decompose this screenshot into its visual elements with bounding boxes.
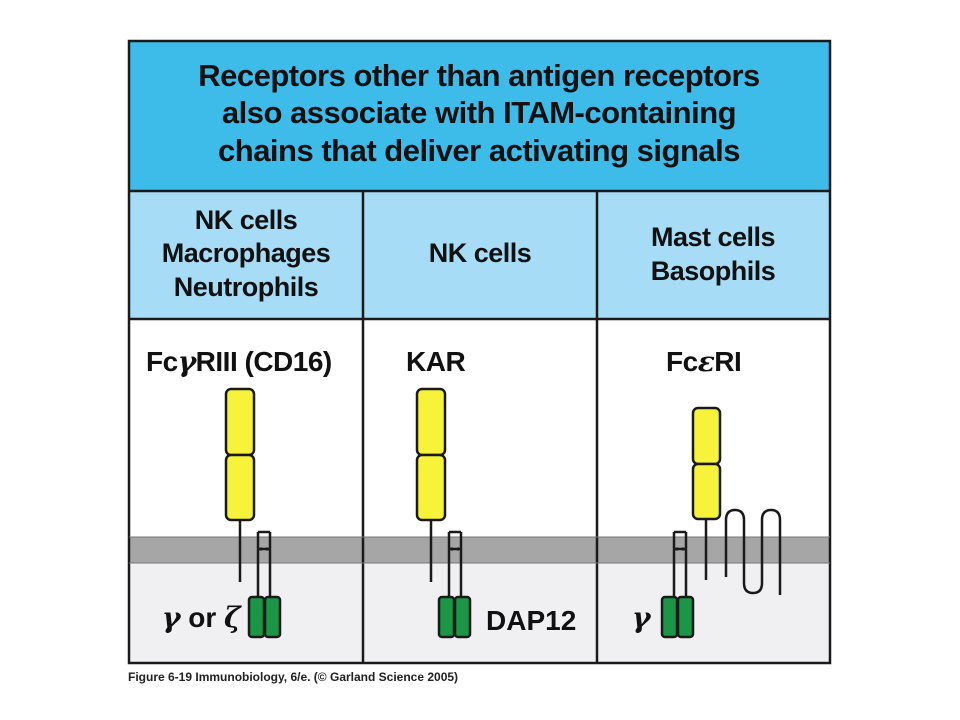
cell-type-label: Basophils [651,256,776,286]
ig-domain [224,387,256,457]
itam-chain [247,595,266,639]
chain-label-gamma: γ [632,601,652,634]
ig-domain [415,387,447,457]
beta-chain-four-pass [724,508,782,595]
title-line: Receptors other than antigen receptors [198,58,760,93]
chain-label-dap12: DAP12 [486,605,576,636]
receptor-fcgriii [224,387,256,582]
cell-types-col1: NK cells Macrophages Neutrophils [162,205,331,302]
ig-domain [691,462,722,521]
itam-chain [676,595,695,639]
ig-domain [224,453,256,522]
itam-chain [437,595,456,639]
itam-chain [263,595,282,639]
cell-type-label: NK cells [429,238,532,268]
itam-dimer-col3 [660,530,695,639]
cell-types-col2: NK cells [429,238,532,268]
cytoplasm-region [129,563,830,663]
receptor-label-fceri: FcεRI [666,345,741,378]
title: Receptors other than antigen receptors a… [198,58,760,168]
itam-dimer-col1 [247,530,282,639]
chain-label-gamma-or-zeta: γ or ζ [162,601,242,634]
cell-membrane [129,537,830,563]
cell-type-label: NK cells [195,205,298,235]
cell-type-label: Macrophages [162,238,331,268]
receptor-kar [415,387,447,582]
ig-domain [415,453,447,522]
itam-dimer-col2 [437,530,472,639]
itam-chain [660,595,679,639]
cell-types-col3: Mast cells Basophils [651,222,776,286]
cell-type-label: Neutrophils [174,272,319,302]
itam-chain [453,595,472,639]
cell-type-label: Mast cells [651,222,775,252]
receptor-label-fcgriii: FcγRIII (CD16) [146,345,332,378]
membrane-edges [129,536,830,564]
ig-domain [691,406,722,466]
title-line: also associate with ITAM-containing [222,95,736,130]
figure-caption: Figure 6-19 Immunobiology, 6/e. (© Garla… [128,670,459,684]
receptor-label-kar: KAR [406,346,465,377]
title-banner [129,41,830,191]
cell-type-row [129,191,830,319]
grid-lines [127,39,832,665]
receptor-fceri-alpha [691,406,722,580]
title-line: chains that deliver activating signals [218,133,740,168]
